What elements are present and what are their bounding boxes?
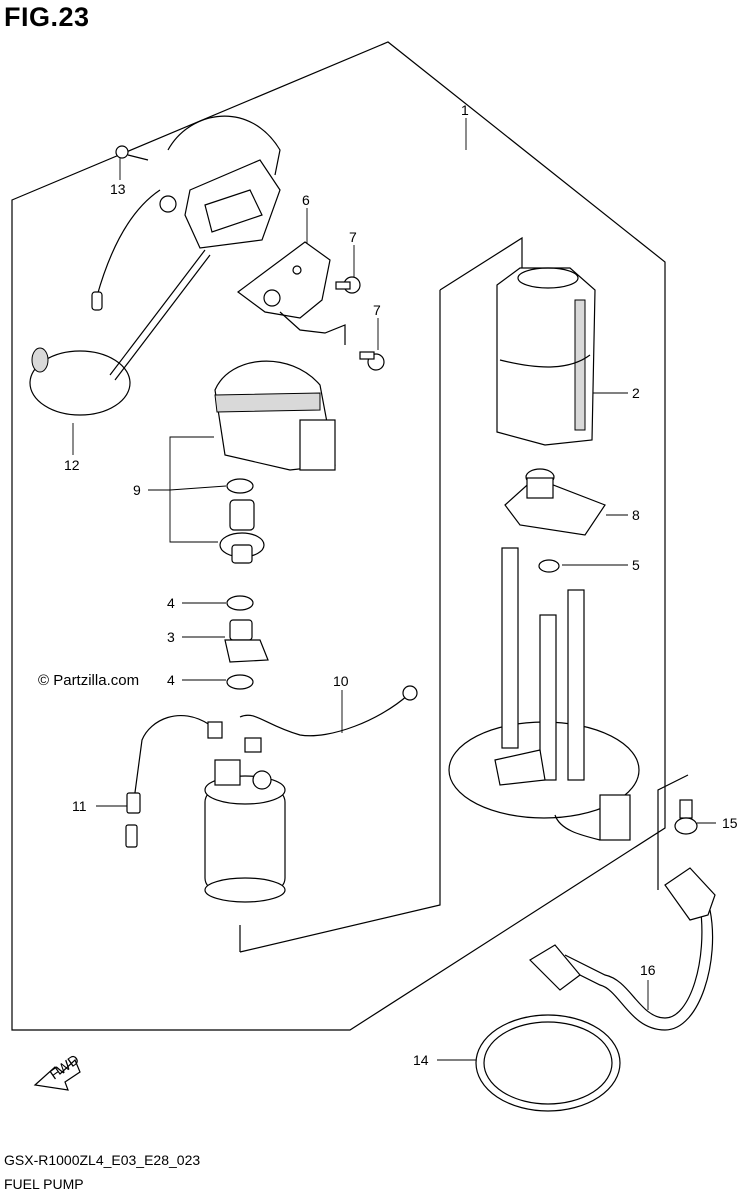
callout-11: 11	[72, 798, 87, 814]
leader-lines	[72, 118, 716, 1061]
subassembly-boundary	[439, 236, 523, 291]
callout-4a: 4	[167, 595, 175, 611]
callout-2: 2	[632, 385, 640, 401]
strainer-part-8	[504, 468, 606, 536]
figure-name: FUEL PUMP	[4, 1176, 84, 1192]
callout-9: 9	[133, 482, 141, 498]
fwd-arrow-icon: FWD	[33, 1051, 82, 1091]
callout-14: 14	[413, 1052, 429, 1068]
float-arm-part-12	[29, 249, 211, 416]
screws-part-7	[335, 276, 385, 371]
sender-connector	[184, 159, 281, 249]
regulator-part-9	[214, 360, 336, 564]
callout-6: 6	[302, 192, 310, 208]
wire-harness-part-11	[125, 715, 223, 848]
callout-4b: 4	[167, 672, 175, 688]
callout-16: 16	[640, 962, 656, 978]
watermark: © Partzilla.com	[38, 672, 140, 689]
bracket-part-6	[236, 241, 346, 345]
callout-1: 1	[461, 102, 469, 118]
lead-wire-part-13	[91, 115, 281, 311]
callout-10: 10	[333, 673, 349, 689]
pump-base-plate	[448, 547, 640, 841]
callout-7b: 7	[373, 302, 381, 318]
fuel-hose-part-16	[529, 867, 716, 1031]
wire-harness-part-10	[239, 685, 418, 753]
figure-title: FIG.23	[4, 2, 90, 32]
callout-7a: 7	[349, 229, 357, 245]
callout-12: 12	[64, 457, 80, 473]
callout-13: 13	[110, 181, 126, 197]
gasket-part-14	[475, 1014, 621, 1112]
callout-8: 8	[632, 507, 640, 523]
callout-15: 15	[722, 815, 738, 831]
callout-labels: 1 2 3 4 4 5 6 7 7 8 9 10 11 12 13 14 15 …	[64, 102, 738, 1068]
bolt-part-15	[674, 799, 698, 835]
callout-5: 5	[632, 557, 640, 573]
callout-3: 3	[167, 629, 175, 645]
pump-motor	[204, 759, 286, 903]
o-ring-part-5	[538, 559, 560, 573]
assembly-boundary	[11, 41, 666, 1031]
check-valve-part-3	[224, 595, 269, 690]
pump-holder-part-2	[496, 267, 596, 446]
model-code: GSX-R1000ZL4_E03_E28_023	[4, 1152, 201, 1168]
